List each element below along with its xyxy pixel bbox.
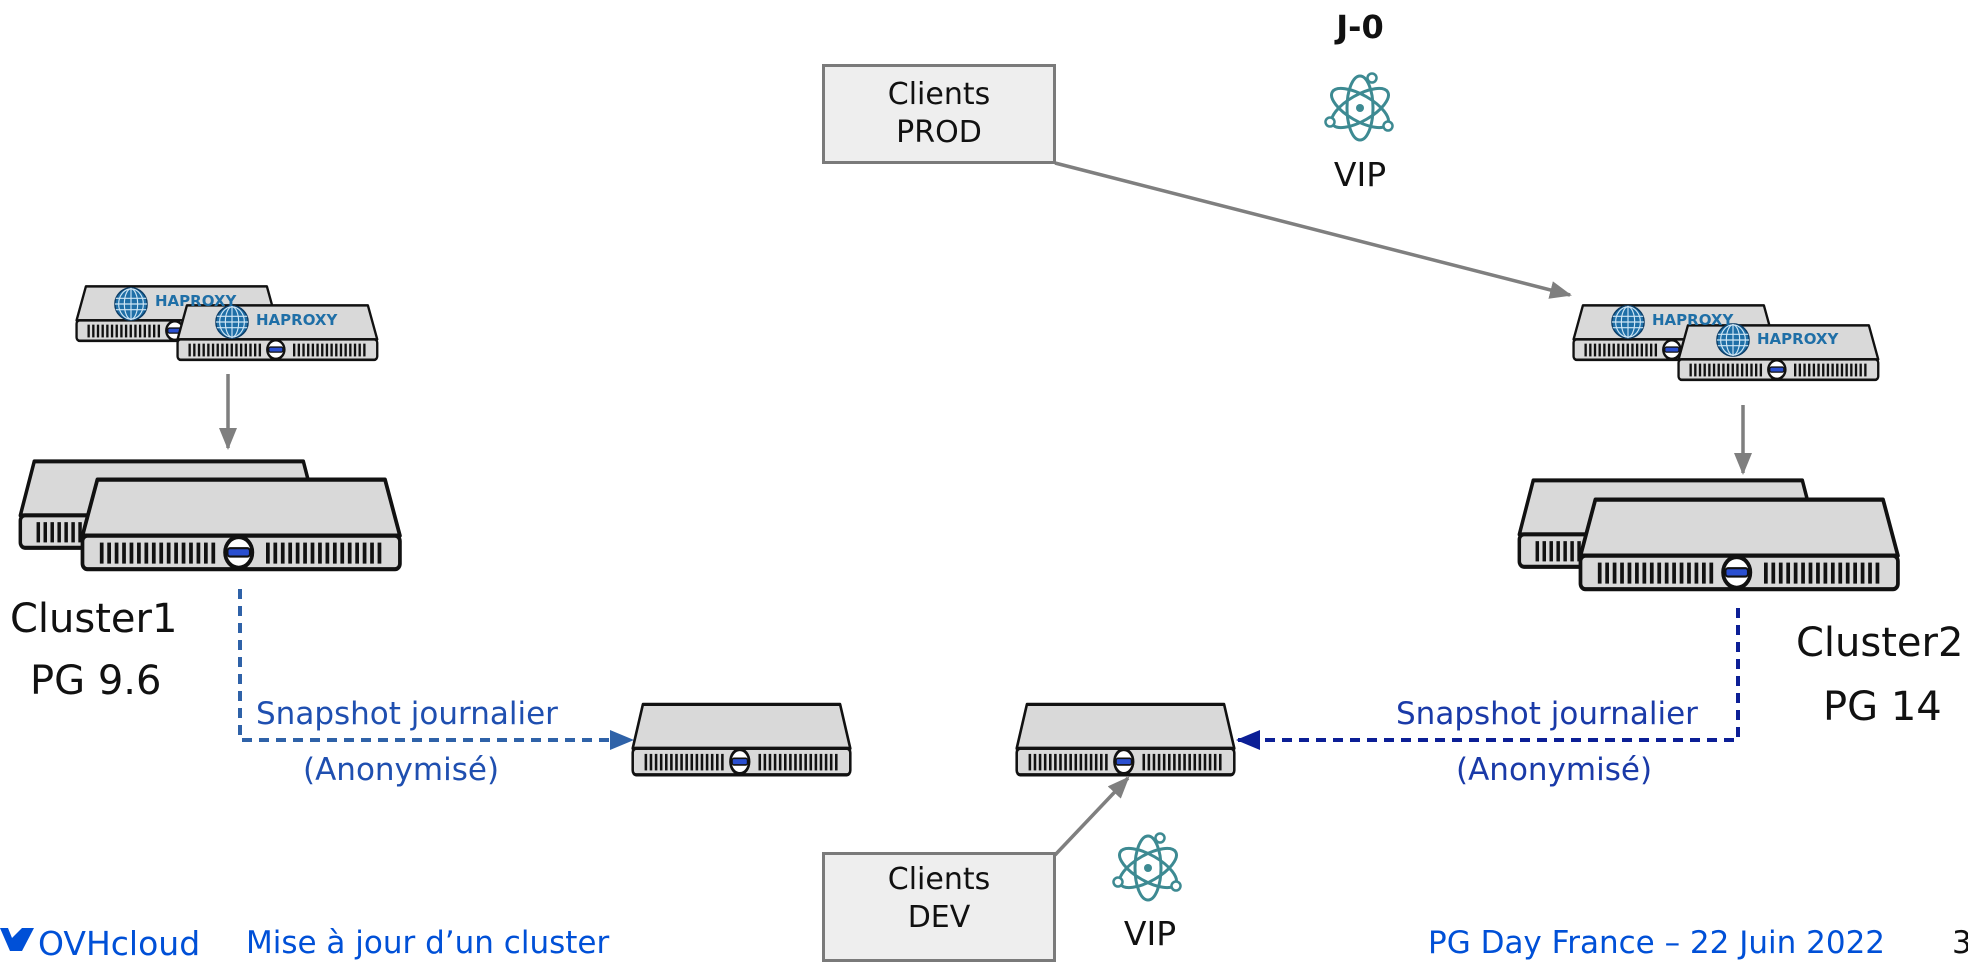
snapshot-arrow-right [1236,608,1740,750]
snapshot-right-note: (Anonymisé) [1456,752,1653,788]
snapshot-left-label: Snapshot journalier [256,696,558,732]
clients-prod-line1: Clients [887,76,991,112]
cluster1-server-front [82,480,399,570]
cluster1-version: PG 9.6 [30,658,162,704]
clients-dev-line2: DEV [907,900,971,936]
clients-prod-box: Clients PROD [822,64,1056,164]
footer-event: PG Day France – 22 Juin 2022 [1428,925,1886,961]
vip-label-dev: VIP [1123,914,1177,953]
clients-prod-line2: PROD [896,115,982,150]
atom-icon [1324,72,1396,142]
haproxy-logo [114,287,148,321]
arrow-dev-to-devserver [1053,776,1130,857]
cluster2-server-front [1580,500,1897,590]
haproxy-wordmark: HAPROXY [1757,330,1839,348]
clients-dev-box: Clients DEV [822,852,1056,962]
dev-server-left [631,702,852,777]
ovh-logo-icon [0,928,34,951]
snapshot-left-note: (Anonymisé) [303,752,500,788]
footer-brand: OVHcloud [38,924,201,963]
arrow-prod-to-haproxy2 [1054,161,1572,299]
clients-dev-line1: Clients [887,862,991,897]
cluster2-version: PG 14 [1823,684,1942,730]
haproxy-logo [1611,305,1645,339]
footer-subtitle: Mise à jour d’un cluster [246,925,610,961]
snapshot-right-label: Snapshot journalier [1396,696,1698,732]
haproxy-wordmark: HAPROXY [155,292,237,310]
dev-server-right [1015,702,1236,777]
haproxy-logo [215,305,249,339]
atom-icon [1112,832,1184,902]
phase-title: J-0 [1336,8,1384,46]
vip-label-prod: VIP [1333,155,1387,194]
footer-page-number: 3 [1952,925,1968,961]
cluster1-name: Cluster1 [10,596,178,642]
haproxy-wordmark: HAPROXY [1652,311,1734,329]
haproxy-wordmark: HAPROXY [256,311,338,329]
cluster2-name: Cluster2 [1796,620,1964,666]
snapshot-arrow-left [238,589,634,750]
